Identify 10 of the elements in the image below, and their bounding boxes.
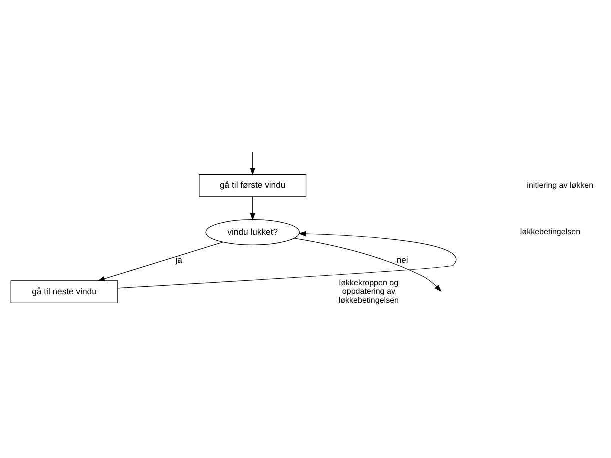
arrow: [250, 196, 256, 220]
node-ellipse: vindu lukket?: [206, 219, 300, 245]
edge-label: nei: [396, 254, 408, 265]
arrow: [250, 151, 256, 176]
arrow: [98, 242, 224, 282]
arrow: [294, 238, 442, 292]
node-box: gå til første vindu: [199, 174, 307, 197]
edge-label: ja: [176, 254, 182, 265]
arrow: [118, 230, 457, 288]
node-box: gå til neste vindu: [10, 280, 118, 304]
